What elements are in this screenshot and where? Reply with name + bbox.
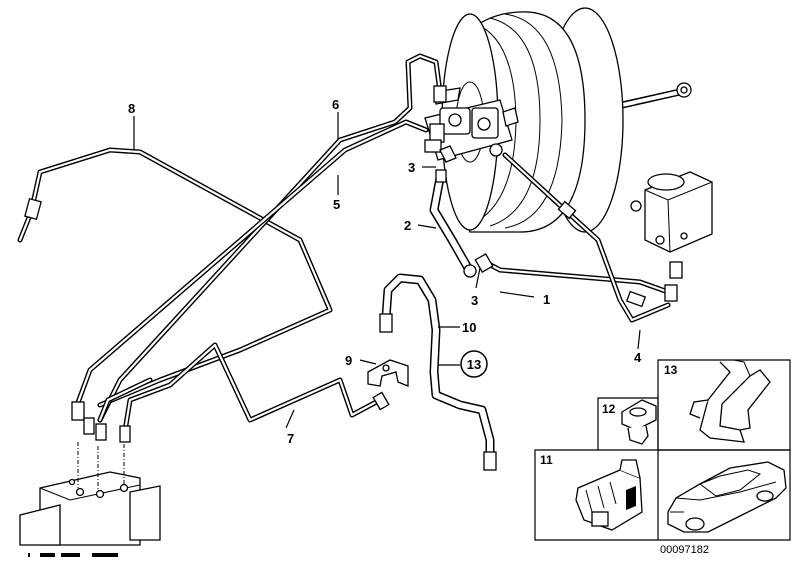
master-cylinder [424, 87, 519, 163]
inset-panels: 13 12 11 [534, 359, 791, 541]
inset-11-pipe-clip: 11 [540, 453, 643, 531]
callout-13-circle [460, 350, 488, 378]
abs-hydraulic-unit [19, 442, 161, 557]
callout-5: 5 [333, 197, 340, 212]
inset-13-label: 13 [664, 363, 678, 377]
callout-3-bottom: 3 [471, 293, 478, 308]
callout-7: 7 [287, 431, 294, 446]
callout-labels: 8 6 5 3 2 3 1 4 7 9 10 13 [128, 97, 642, 446]
callout-9: 9 [345, 353, 352, 368]
callout-2: 2 [404, 218, 411, 233]
callout-10: 10 [462, 320, 476, 335]
leader-lines [133, 112, 641, 429]
callout-4: 4 [634, 350, 642, 365]
hose-10 [379, 273, 497, 471]
bracket-9 [367, 359, 409, 387]
callout-8: 8 [128, 101, 135, 116]
brake-pipes [17, 53, 671, 428]
callout-1: 1 [543, 292, 550, 307]
brake-pressure-unit [630, 171, 713, 253]
inset-12-grommet: 12 [602, 399, 657, 445]
callout-6: 6 [332, 97, 339, 112]
callout-13: 13 [467, 357, 481, 372]
hose-2 [429, 169, 477, 278]
inset-11-label: 11 [540, 453, 553, 467]
pipe-fittings [24, 85, 683, 443]
callout-3-top: 3 [408, 160, 415, 175]
car-silhouette [667, 461, 787, 533]
inset-12-label: 12 [602, 402, 616, 416]
inset-13-clip: 13 [664, 359, 771, 443]
diagram-number: 00097182 [660, 544, 709, 556]
